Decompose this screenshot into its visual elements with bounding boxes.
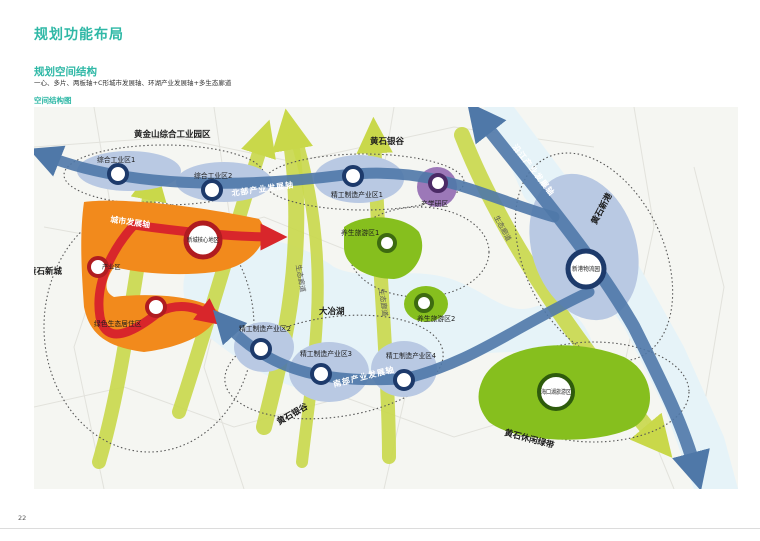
node-precision-2: [250, 338, 272, 360]
node-markers: [87, 163, 607, 411]
node-precision-1: [342, 165, 364, 187]
label-huangshi-new-city: 黄石新城: [34, 266, 63, 277]
label-eco-living: 绿色生态居住区: [94, 319, 142, 328]
node-haikou-lake: [537, 373, 575, 411]
label-precision-1: 精工制造产业区1: [331, 190, 383, 199]
label-haikou-lake: 海口湖旅游区: [541, 388, 571, 396]
bottom-rule: [0, 528, 760, 529]
node-industrial-2: [201, 179, 223, 201]
page-title: 规划功能布局: [34, 27, 124, 43]
label-precision-2: 精工制造产业区2: [239, 324, 291, 333]
node-precision-4: [393, 369, 415, 391]
node-industrial-1: [107, 163, 129, 185]
node-new-city-west: [87, 256, 109, 278]
node-resort-2: [414, 293, 434, 313]
label-zone-1: 综合工业区1: [97, 155, 135, 164]
label-lake: 大冶湖: [319, 306, 345, 317]
section-description: 一心、多片、两板轴+C形城市发展轴、环湖产业发展轴+多生态廊道: [34, 79, 232, 87]
node-precision-3: [310, 363, 332, 385]
label-resort-1: 养生旅游区1: [341, 228, 379, 237]
node-research: [428, 173, 448, 193]
label-precision-4: 精工制造产业区4: [386, 351, 436, 360]
label-corridor-mid: 生态廊道: [377, 288, 390, 317]
spatial-structure-map: 黄金山综合工业园区 黄石新城 黄石银谷 黄石银谷 黄石新港 黄石休闲绿带 大冶湖…: [34, 107, 738, 489]
node-resort-1: [377, 233, 397, 253]
label-research: 产学研区: [421, 199, 448, 208]
label-yingu-north: 黄石银谷: [370, 136, 405, 147]
node-xingang-center: [565, 248, 607, 290]
node-eco-living: [145, 296, 167, 318]
label-new-city-zone: 产业区: [102, 263, 121, 271]
section-title: 规划空间结构: [34, 66, 97, 78]
page-number: 22: [18, 514, 27, 522]
label-new-city-center: 新城核心地区: [187, 236, 219, 244]
label-huangjinshan: 黄金山综合工业园区: [134, 129, 211, 140]
label-resort-2: 养生旅游区2: [417, 314, 455, 323]
label-zone-2: 综合工业区2: [194, 171, 232, 180]
label-xingang-center: 新港物流园: [572, 265, 600, 273]
label-precision-3: 精工制造产业区3: [300, 349, 352, 358]
map-caption: 空间结构图: [34, 96, 72, 105]
node-new-city-center: [183, 220, 223, 260]
